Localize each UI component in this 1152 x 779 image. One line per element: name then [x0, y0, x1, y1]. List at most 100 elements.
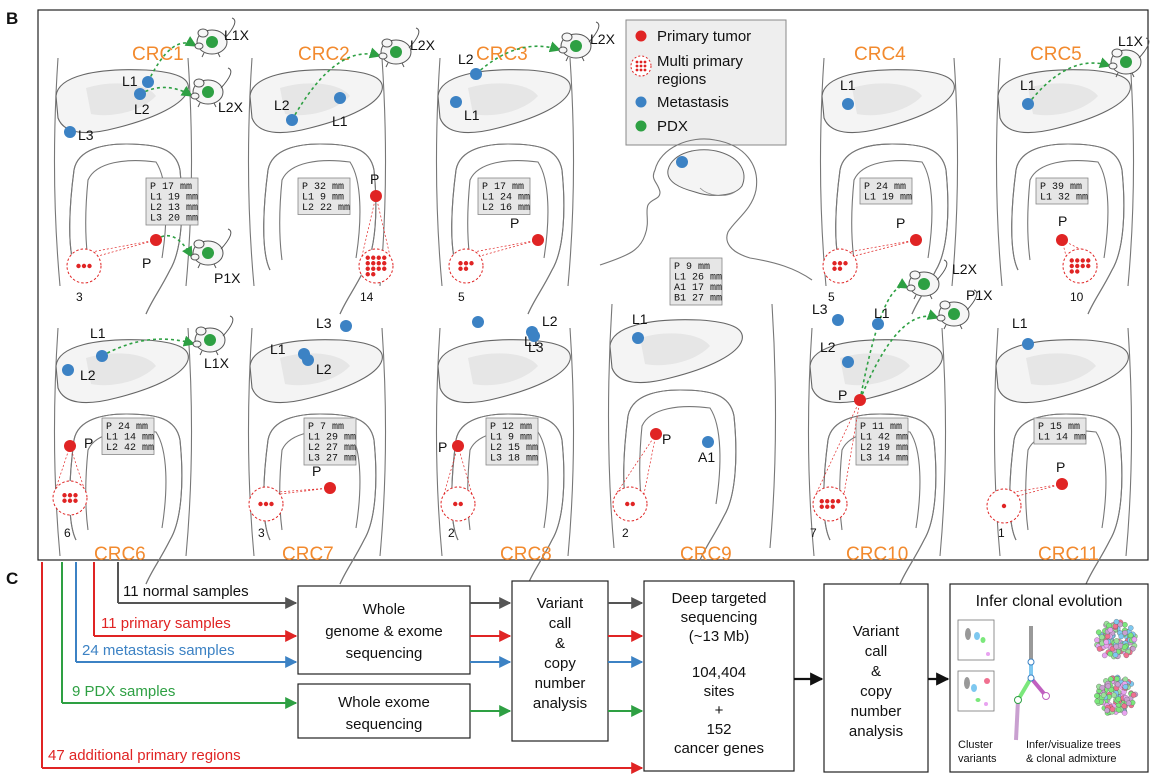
crc2-l2-dot: [286, 114, 298, 126]
crc10-size-box: [855, 417, 909, 466]
crc2-name: CRC2: [298, 44, 350, 65]
crc7-name: CRC7: [282, 544, 334, 565]
crc6-region-1: [67, 493, 73, 498]
pipeline: 11 normal samples 11 primary samples 24 …: [41, 562, 1149, 774]
crc6-l1-label: L1: [90, 325, 106, 341]
crc8-colon: [451, 413, 565, 585]
crc4-colon: [835, 143, 949, 315]
wgs-line-3: sequencing: [346, 645, 423, 662]
crc10-liver-shade: [840, 353, 910, 386]
vc1-line-2: call: [549, 615, 572, 632]
crc2-region-8: [365, 266, 370, 271]
crc10-region-0: [819, 499, 824, 504]
crc1-size-2: L2 13 mm: [150, 203, 198, 214]
crc6-pointer-b: [69, 445, 85, 489]
crc1-region-1: [81, 263, 87, 269]
crc6-size-box: [101, 417, 155, 455]
crc6-torso-right: [185, 327, 193, 557]
crc4-p-label: P: [896, 215, 905, 231]
crc4-region-4: [837, 266, 843, 271]
crc9-colon-inner: [639, 406, 721, 507]
crc8-name: CRC8: [500, 544, 552, 565]
crc8-torso-left: [435, 327, 443, 557]
crc5-region-2: [1080, 258, 1085, 263]
crc2-pdx0-arrow: [291, 47, 382, 121]
crc2-size-2: L2 22 mm: [302, 203, 350, 214]
crc10-count: 7: [810, 526, 817, 540]
crc1-pdx0-arrow: [147, 36, 197, 83]
crc2-region-circle: [358, 248, 394, 284]
crc8-torso-right: [567, 327, 575, 557]
crc10-name: CRC10: [846, 544, 908, 565]
wes-line-2: sequencing: [346, 716, 423, 733]
crc6-p-dot: [64, 440, 76, 452]
crc8-p-label: P: [438, 439, 447, 455]
crc9-p-label: P: [662, 431, 671, 447]
bubbles2-cell-115: [1094, 693, 1100, 699]
crc4-pointer-b: [853, 239, 917, 257]
infer-right-2: & clonal admixture: [1026, 753, 1117, 765]
crc9-head: [599, 138, 813, 281]
crc1-l1x-label: L1X: [224, 27, 250, 43]
crc2-p-label: P: [370, 171, 379, 187]
clonal-admixture-2: [1094, 674, 1139, 716]
crc11-size-box: [1033, 417, 1087, 445]
bubbles1-cell-98: [1113, 618, 1120, 625]
bubbles1-cell-84: [1128, 625, 1134, 631]
crc8-l2-dot: [472, 316, 484, 328]
crc6-size-0: P 24 mm: [106, 422, 148, 433]
crc5-torso-left: [995, 57, 1003, 287]
crc10-p-label: P: [838, 387, 847, 403]
crc7-size-2: L2 27 mm: [308, 443, 356, 454]
crc2-size-1: L1 9 mm: [302, 193, 344, 204]
bubbles1-cell-114: [1095, 629, 1102, 636]
bubbles2-cell-107: [1107, 676, 1114, 682]
crc1-l2x-pdx-dot: [202, 86, 214, 98]
crc10-l2-label: L2: [820, 339, 836, 355]
crc8-size-1: L1 9 mm: [490, 433, 532, 444]
crc2-region-13: [371, 272, 376, 277]
wes-box: [297, 683, 471, 739]
crc3-size-2: L2 16 mm: [482, 203, 530, 214]
crc1-l2x-label: L2X: [218, 99, 244, 115]
crc1-p1x-label: P1X: [214, 270, 241, 286]
input-metastasis: 24 metastasis samples: [82, 642, 235, 659]
crc5-size-box: [1035, 177, 1089, 205]
crc6-l2-dot: [62, 364, 74, 376]
clonal-admixture-1: [1094, 618, 1138, 660]
panel-b-frame: [37, 9, 1149, 561]
bubbles1-cell-55: [1094, 637, 1100, 643]
crc1-l2-dot: [134, 88, 146, 100]
crc8-size-2: L2 15 mm: [490, 443, 538, 454]
crc3-colon: [451, 143, 565, 315]
crc10-region-1: [825, 499, 830, 504]
bubbles2-cell-59: [1121, 703, 1128, 709]
crc11-l1-label: L1: [1012, 315, 1028, 331]
wgs-box: [297, 585, 471, 675]
crc11-count: 1: [998, 526, 1005, 540]
crc1-p-label: P: [142, 255, 151, 271]
crc7-size-0: P 7 mm: [308, 422, 344, 433]
legend-metastasis: Metastasis: [657, 94, 729, 111]
crc3-size-1: L1 24 mm: [482, 193, 530, 204]
primary-legend-dot: [635, 30, 647, 42]
crc4-torso-right: [951, 57, 959, 287]
crc4-p-dot: [910, 234, 922, 246]
bubbles1-cell-90: [1117, 621, 1123, 628]
crc6-region-0: [62, 493, 67, 498]
deep-line-1: Deep targeted: [671, 590, 766, 607]
crc5-count: 10: [1070, 290, 1084, 304]
crc3-size-0: P 17 mm: [482, 182, 524, 193]
crc7-pointer-b: [279, 487, 331, 495]
deep-line-6: +: [715, 702, 724, 719]
crc9-size-box: [669, 257, 723, 306]
crc8-region-circle: [440, 486, 476, 522]
crc8-size-box: [485, 417, 539, 466]
crc10-region-2: [830, 499, 835, 504]
crc1-region-2: [87, 263, 92, 269]
crc11-liver-shade: [1026, 353, 1096, 386]
wgs-line-2: genome & exome: [325, 623, 443, 640]
